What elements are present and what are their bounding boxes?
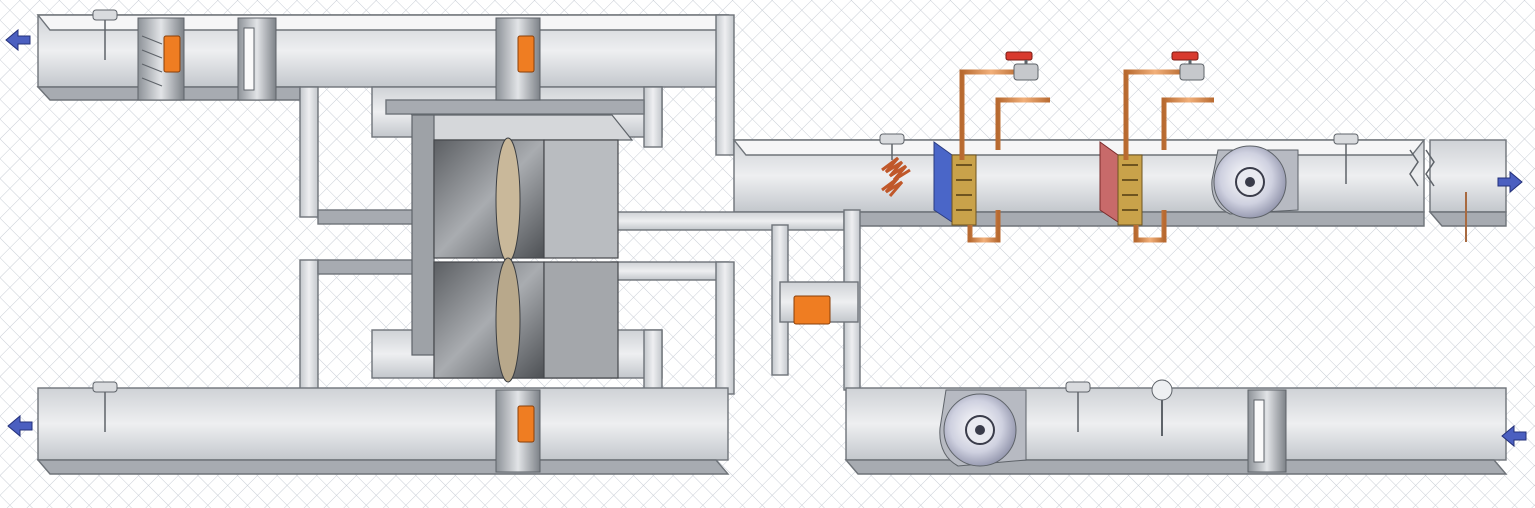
actuator-icon [517,35,535,73]
supply-fan[interactable] [1211,145,1299,219]
sensor-icon[interactable] [1151,379,1173,436]
heat-recovery-wheel-icon [495,137,521,263]
arrow-icon [7,414,33,438]
outdoor-air-damper[interactable] [137,17,185,101]
actuator-icon [163,35,181,73]
bypass-damper[interactable] [793,295,831,325]
valve-icon[interactable] [1171,51,1205,81]
outdoor-air-inlet-arrow [5,28,31,52]
heating-coil[interactable] [1099,51,1214,243]
sensor-icon[interactable] [1065,381,1091,432]
exhaust-air-outlet-arrow [7,414,33,438]
sensor-icon[interactable] [1333,133,1359,184]
filter-icon [243,27,255,91]
sensor-icon[interactable] [879,133,905,160]
exhaust-air-duct [37,387,729,461]
exhaust-fan[interactable] [939,389,1027,467]
cooling-coil[interactable] [933,51,1050,243]
duct-break [1409,149,1435,187]
coil-icon [1099,141,1119,223]
arrow-icon [1497,170,1523,194]
supply-air-duct-outlet [1429,139,1507,213]
arrow-icon [5,28,31,52]
sensor-icon[interactable] [92,381,118,432]
recirculation-damper-top[interactable] [495,17,541,101]
valve-icon[interactable] [1005,51,1039,81]
actuator-icon [517,405,535,443]
supply-air-outlet-arrow [1497,170,1523,194]
filter-icon [1253,399,1265,463]
heat-recovery-wheel [410,114,634,383]
actuator-icon [793,295,831,325]
filter-outdoor [237,17,277,101]
electric-heater[interactable] [881,156,911,197]
coil-icon [933,141,953,223]
exhaust-damper[interactable] [495,389,541,473]
return-air-inlet-arrow [1501,424,1527,448]
arrow-icon [1501,424,1527,448]
filter-return [1247,389,1287,473]
sensor-icon[interactable] [92,9,118,60]
